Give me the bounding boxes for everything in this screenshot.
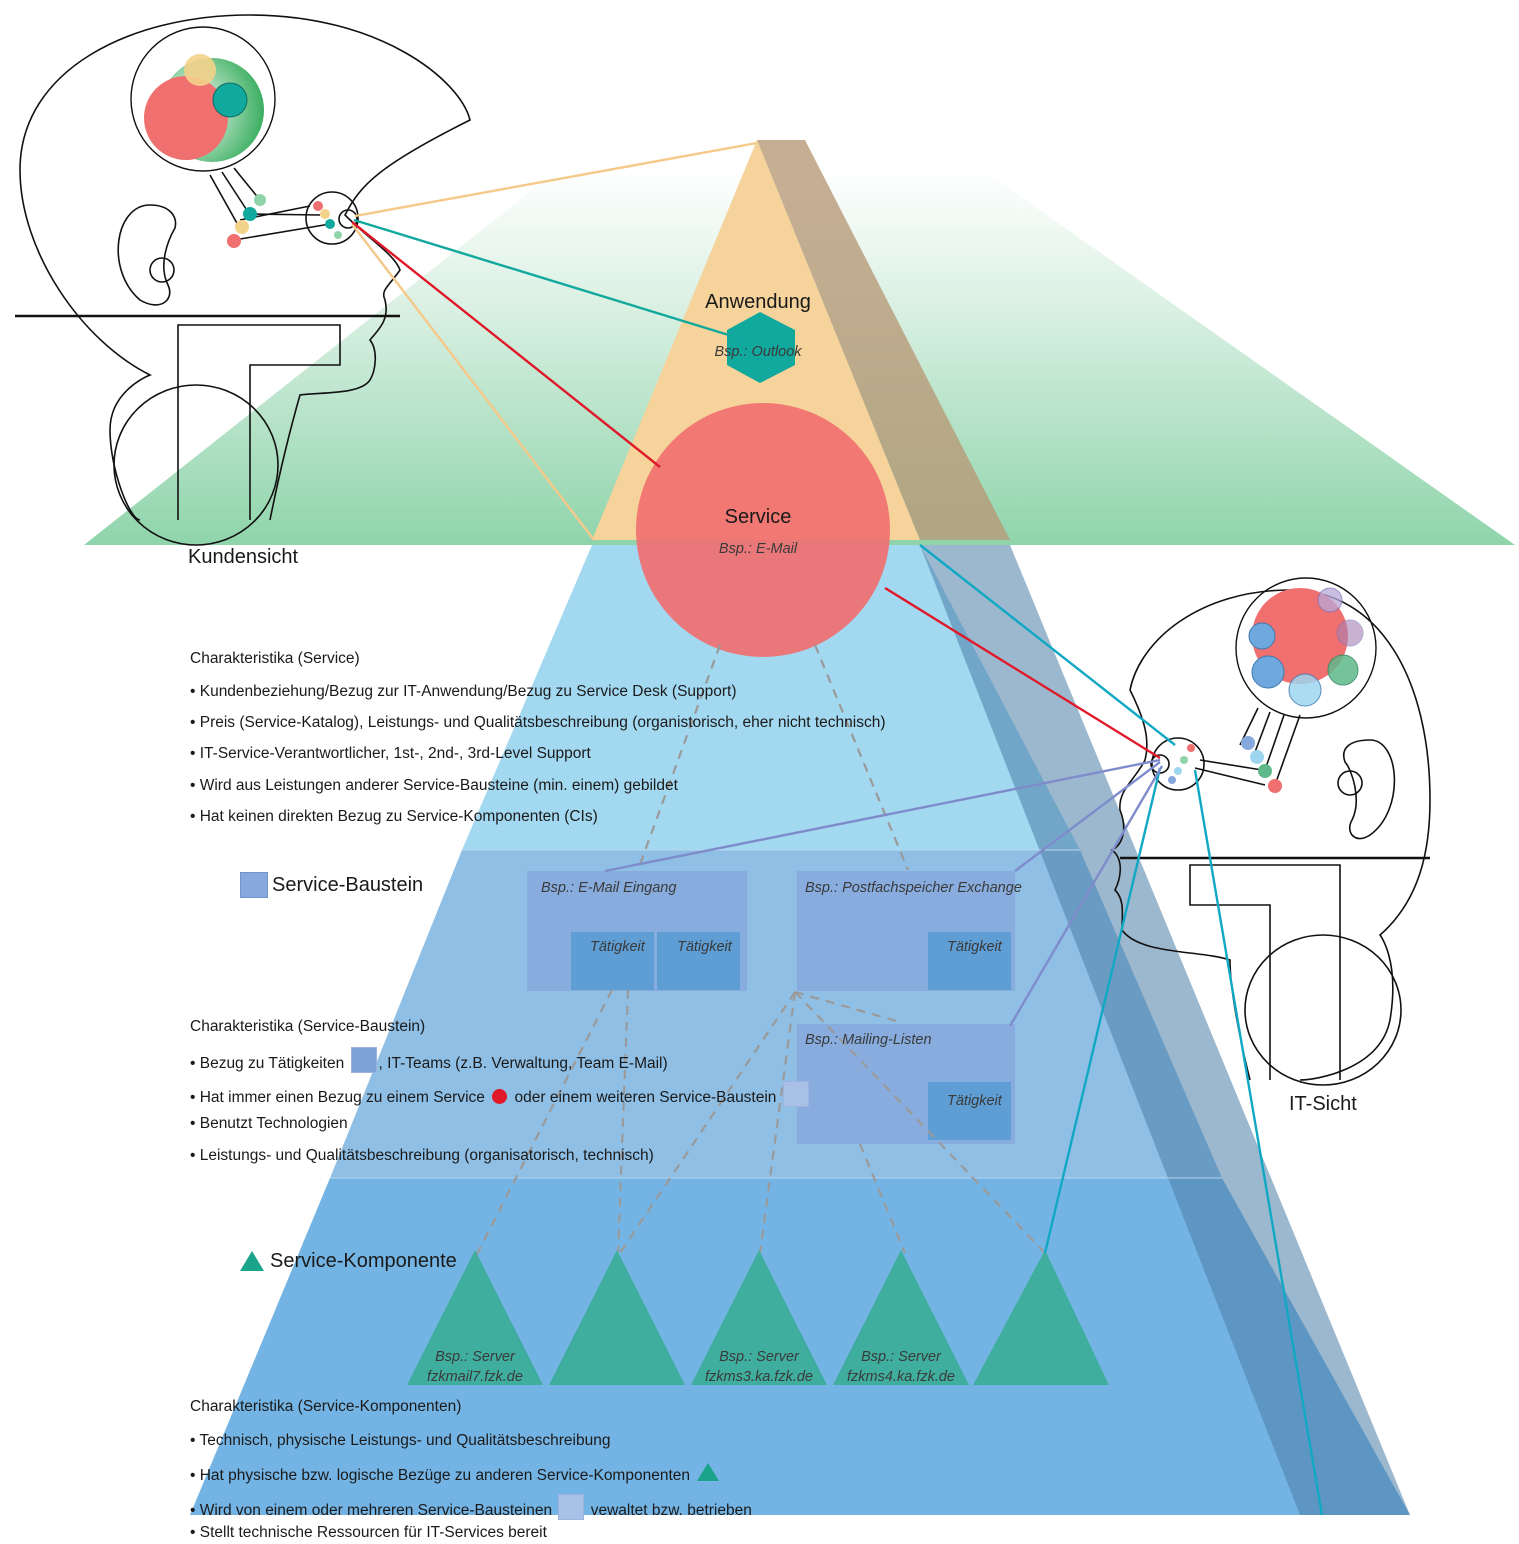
- komponente-legend-triangle: [240, 1251, 264, 1271]
- komponente-characteristic-item: • Technisch, physische Leistungs- und Qu…: [190, 1432, 611, 1449]
- it-brain-node: [1317, 587, 1343, 613]
- it-node: [1268, 779, 1282, 793]
- customer-brain-red: [144, 76, 228, 160]
- customer-head: [15, 14, 471, 546]
- it-node: [1168, 776, 1176, 784]
- baustein-characteristics-heading: Charakteristika (Service-Baustein): [190, 1018, 426, 1035]
- application-example: Bsp.: Outlook: [714, 344, 802, 360]
- komponente-characteristic-item: • Wird von einem oder mehreren Service-B…: [190, 1494, 752, 1520]
- it-node: [1250, 750, 1264, 764]
- it-brain-node: [1251, 655, 1285, 689]
- sight-line-customer-outlook: [353, 218, 746, 342]
- sight-line-customer-top: [354, 141, 758, 218]
- baustein-mailing-label: Bsp.: Mailing-Listen: [805, 1032, 932, 1048]
- taetigkeit-label: Tätigkeit: [947, 1093, 1002, 1109]
- sight-line-it-baustein-3: [1008, 765, 1164, 1027]
- sight-line-it-top: [919, 544, 1176, 746]
- customer-node: [313, 201, 323, 211]
- it-node: [1258, 764, 1272, 778]
- it-node: [1241, 736, 1255, 750]
- komponente-characteristic-item: • Stellt technische Ressourcen für IT-Se…: [190, 1524, 547, 1541]
- component-label: fzkms3.ka.fzk.de: [705, 1369, 813, 1385]
- service-characteristic-item: • Hat keinen direkten Bezug zu Service-K…: [190, 808, 598, 825]
- komponente-characteristic-item: • Hat physische bzw. logische Bezüge zu …: [190, 1463, 722, 1485]
- service-level-band: [462, 545, 1080, 850]
- customer-view-label: Kundensicht: [188, 546, 299, 568]
- baustein-characteristic-item: • Bezug zu Tätigkeiten , IT-Teams (z.B. …: [190, 1047, 668, 1073]
- it-node: [1174, 767, 1182, 775]
- baustein-inline-square: [782, 1081, 809, 1107]
- component-triangle-4: [833, 1250, 969, 1385]
- komponente-inline-triangle: [697, 1463, 720, 1481]
- pyramid-shadow-lower: [920, 545, 1410, 1515]
- service-characteristics-heading: Charakteristika (Service): [190, 650, 360, 667]
- customer-node: [334, 231, 342, 239]
- service-circle: [636, 403, 890, 657]
- it-head: [1110, 577, 1431, 1086]
- customer-node: [325, 219, 335, 229]
- baustein-postfach-label: Bsp.: Postfachspeicher Exchange: [805, 880, 1022, 896]
- baustein-inline-square: [558, 1494, 585, 1520]
- taetigkeit-label: Tätigkeit: [590, 939, 645, 955]
- komponente-legend-label: Service-Komponente: [270, 1250, 457, 1272]
- taetigkeit-box-4: [928, 1082, 1011, 1140]
- component-label: Bsp.: Server: [861, 1349, 941, 1365]
- sight-line-it-bottom: [1193, 769, 1324, 1516]
- it-brain-node: [1336, 619, 1364, 647]
- service-characteristic-item: • Wird aus Leistungen anderer Service-Ba…: [190, 777, 678, 794]
- sight-line-customer-service: [351, 221, 661, 468]
- sight-line-it-service: [884, 586, 1161, 760]
- customer-brain-yellow: [184, 54, 216, 86]
- sight-line-customer-bottom: [351, 223, 595, 541]
- taetigkeit-label: Tätigkeit: [677, 939, 732, 955]
- service-characteristic-item: • Kundenbeziehung/Bezug zur IT-Anwendung…: [190, 683, 737, 700]
- component-label: fzkms4.ka.fzk.de: [847, 1369, 955, 1385]
- taetigkeit-box-1: [571, 932, 654, 990]
- customer-node: [227, 234, 241, 248]
- service-characteristic-item: • Preis (Service-Katalog), Leistungs- un…: [190, 714, 886, 731]
- service-characteristic-item: • IT-Service-Verantwortlicher, 1st-, 2nd…: [190, 745, 591, 762]
- service-inline-dot: [492, 1089, 508, 1104]
- sight-line-it-component: [1043, 767, 1162, 1254]
- customer-node: [235, 220, 249, 234]
- component-label: Bsp.: Server: [719, 1349, 799, 1365]
- baustein-legend-square: [240, 872, 268, 898]
- it-brain-node: [1327, 654, 1359, 686]
- component-triangle-2: [549, 1250, 685, 1385]
- taetigkeit-box-2: [657, 932, 740, 990]
- component-label: Bsp.: Server: [435, 1349, 515, 1365]
- application-pyramid-shadow: [757, 140, 1010, 540]
- service-title: Service: [724, 506, 792, 528]
- dashed-relations: [474, 644, 1046, 1259]
- component-triangle-1: [407, 1250, 543, 1385]
- sight-line-it-baustein-1: [604, 758, 1161, 873]
- taetigkeit-box-3: [928, 932, 1011, 990]
- baustein-characteristic-item: • Benutzt Technologien: [190, 1115, 348, 1132]
- komponente-characteristics-heading: Charakteristika (Service-Komponenten): [190, 1398, 462, 1415]
- outlook-hexagon: [727, 312, 795, 383]
- taetigkeit-inline-square: [350, 1047, 377, 1073]
- it-node: [1187, 744, 1195, 752]
- customer-node: [320, 209, 330, 219]
- baustein-email-eingang-label: Bsp.: E-Mail Eingang: [541, 880, 677, 896]
- it-brain-node: [1288, 673, 1322, 707]
- customer-brain-teal: [212, 82, 248, 118]
- customer-node: [254, 194, 266, 206]
- component-triangle-5: [973, 1250, 1109, 1385]
- component-label: fzkmail7.fzk.de: [427, 1369, 523, 1385]
- service-example: Bsp.: E-Mail: [718, 541, 798, 557]
- baustein-characteristic-item: • Hat immer einen Bezug zu einem Service…: [190, 1081, 811, 1107]
- customer-node: [243, 207, 257, 221]
- taetigkeit-label: Tätigkeit: [947, 939, 1002, 955]
- it-node: [1180, 756, 1188, 764]
- baustein-characteristic-item: • Leistungs- und Qualitätsbeschreibung (…: [190, 1147, 654, 1164]
- sight-line-it-baustein-2: [1014, 761, 1161, 872]
- it-view-label: IT-Sicht: [1289, 1093, 1357, 1115]
- baustein-legend-label: Service-Baustein: [272, 874, 424, 896]
- it-brain-node: [1248, 622, 1276, 650]
- component-triangle-3: [691, 1250, 827, 1385]
- application-title: Anwendung: [705, 291, 811, 313]
